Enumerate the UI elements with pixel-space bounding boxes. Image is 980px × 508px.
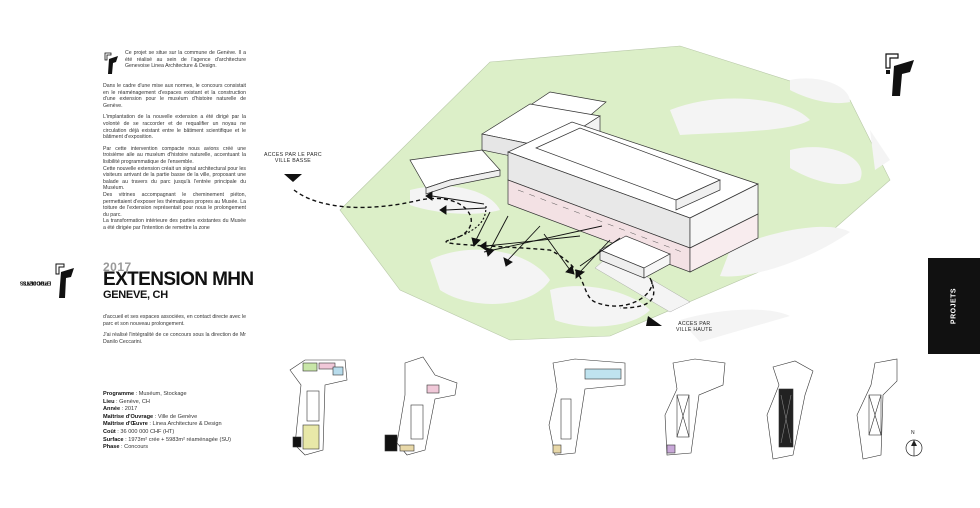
projets-tab-label: PROJETS xyxy=(950,287,958,325)
access-road xyxy=(594,254,691,313)
spec-row: Programme : Muséum, Stockage xyxy=(103,391,187,397)
project-location: GENEVE, CH xyxy=(103,289,168,301)
plan-level-4 xyxy=(664,358,726,456)
project-year: 2017 xyxy=(103,260,132,274)
paragraph: Par cette intervention compacte nous avi… xyxy=(103,145,246,165)
spec-row: Maîtrise d'Œuvre : Linea Architecture & … xyxy=(103,421,222,428)
paragraph: Des vitrines accompagnant le cheminement… xyxy=(103,191,246,218)
plan-level-3 xyxy=(548,358,626,456)
paragraph: J'ai réalisé l'intégralité de ce concour… xyxy=(103,332,246,345)
park-path xyxy=(430,249,550,304)
spec-row: Phase : Concours xyxy=(103,444,149,451)
view-arrows xyxy=(425,191,621,279)
spec-row: Année : 2017 xyxy=(103,406,138,413)
pavilion xyxy=(599,235,671,279)
left-logo xyxy=(55,263,74,298)
studio-logo xyxy=(885,53,914,96)
ramp-wing xyxy=(409,149,501,195)
description-tail: d'accueil et ses espaces associées, en c… xyxy=(103,314,246,350)
park-path xyxy=(870,130,890,170)
park-path xyxy=(720,226,850,277)
spec-row: Lieu : Genève, CH xyxy=(103,398,150,405)
paragraph: Dans le cadre d'une mise aux normes, le … xyxy=(103,83,246,109)
north-arrow-icon xyxy=(905,439,923,457)
spec-row: Coût : 36 000 000 CHF (HT) xyxy=(103,428,175,435)
paragraph: d'accueil et ses espaces associées, en c… xyxy=(103,314,246,327)
paragraph: Cette nouvelle extension créait un signa… xyxy=(103,165,246,192)
pedestrian-path xyxy=(619,277,655,309)
spec-row: Maîtrise d'Ouvrage : Ville de Genève xyxy=(103,413,198,420)
paragraph: La transformation intérieure des parties… xyxy=(103,218,246,231)
description-text: Dans le cadre d'une mise aux normes, le … xyxy=(103,83,246,231)
project-title: EXTENSION MHN xyxy=(103,269,254,290)
park-path xyxy=(790,78,850,104)
site-axonometric xyxy=(284,45,891,342)
park-path xyxy=(790,147,862,185)
plan-level-6 xyxy=(856,358,898,460)
access-arrow-icon xyxy=(284,174,302,182)
paragraph: L'implantation de la nouvelle extension … xyxy=(103,114,246,141)
north-label: N xyxy=(911,430,915,436)
project-specs: Programme : Muséum, Stockage Lieu : Genè… xyxy=(103,391,273,452)
existing-building xyxy=(481,91,759,249)
plan-level-1 xyxy=(289,359,348,456)
plan-level-5 xyxy=(766,360,814,460)
access-arrow-icon xyxy=(646,316,662,326)
intro-logo xyxy=(104,52,118,74)
floor-plans-strip xyxy=(289,356,898,460)
pedestrian-path xyxy=(449,205,487,241)
park-path xyxy=(550,286,650,327)
park-path xyxy=(680,309,790,342)
park-path xyxy=(670,98,810,135)
pedestrian-path xyxy=(293,189,653,307)
plan-level-2 xyxy=(384,356,458,456)
spec-row: Surface : 1973m² crée + 5983m² réaménagé… xyxy=(103,436,231,443)
projets-tab[interactable]: PROJETS xyxy=(928,258,980,354)
intro-text: Ce projet se situe sur la commune de Gen… xyxy=(125,50,246,70)
